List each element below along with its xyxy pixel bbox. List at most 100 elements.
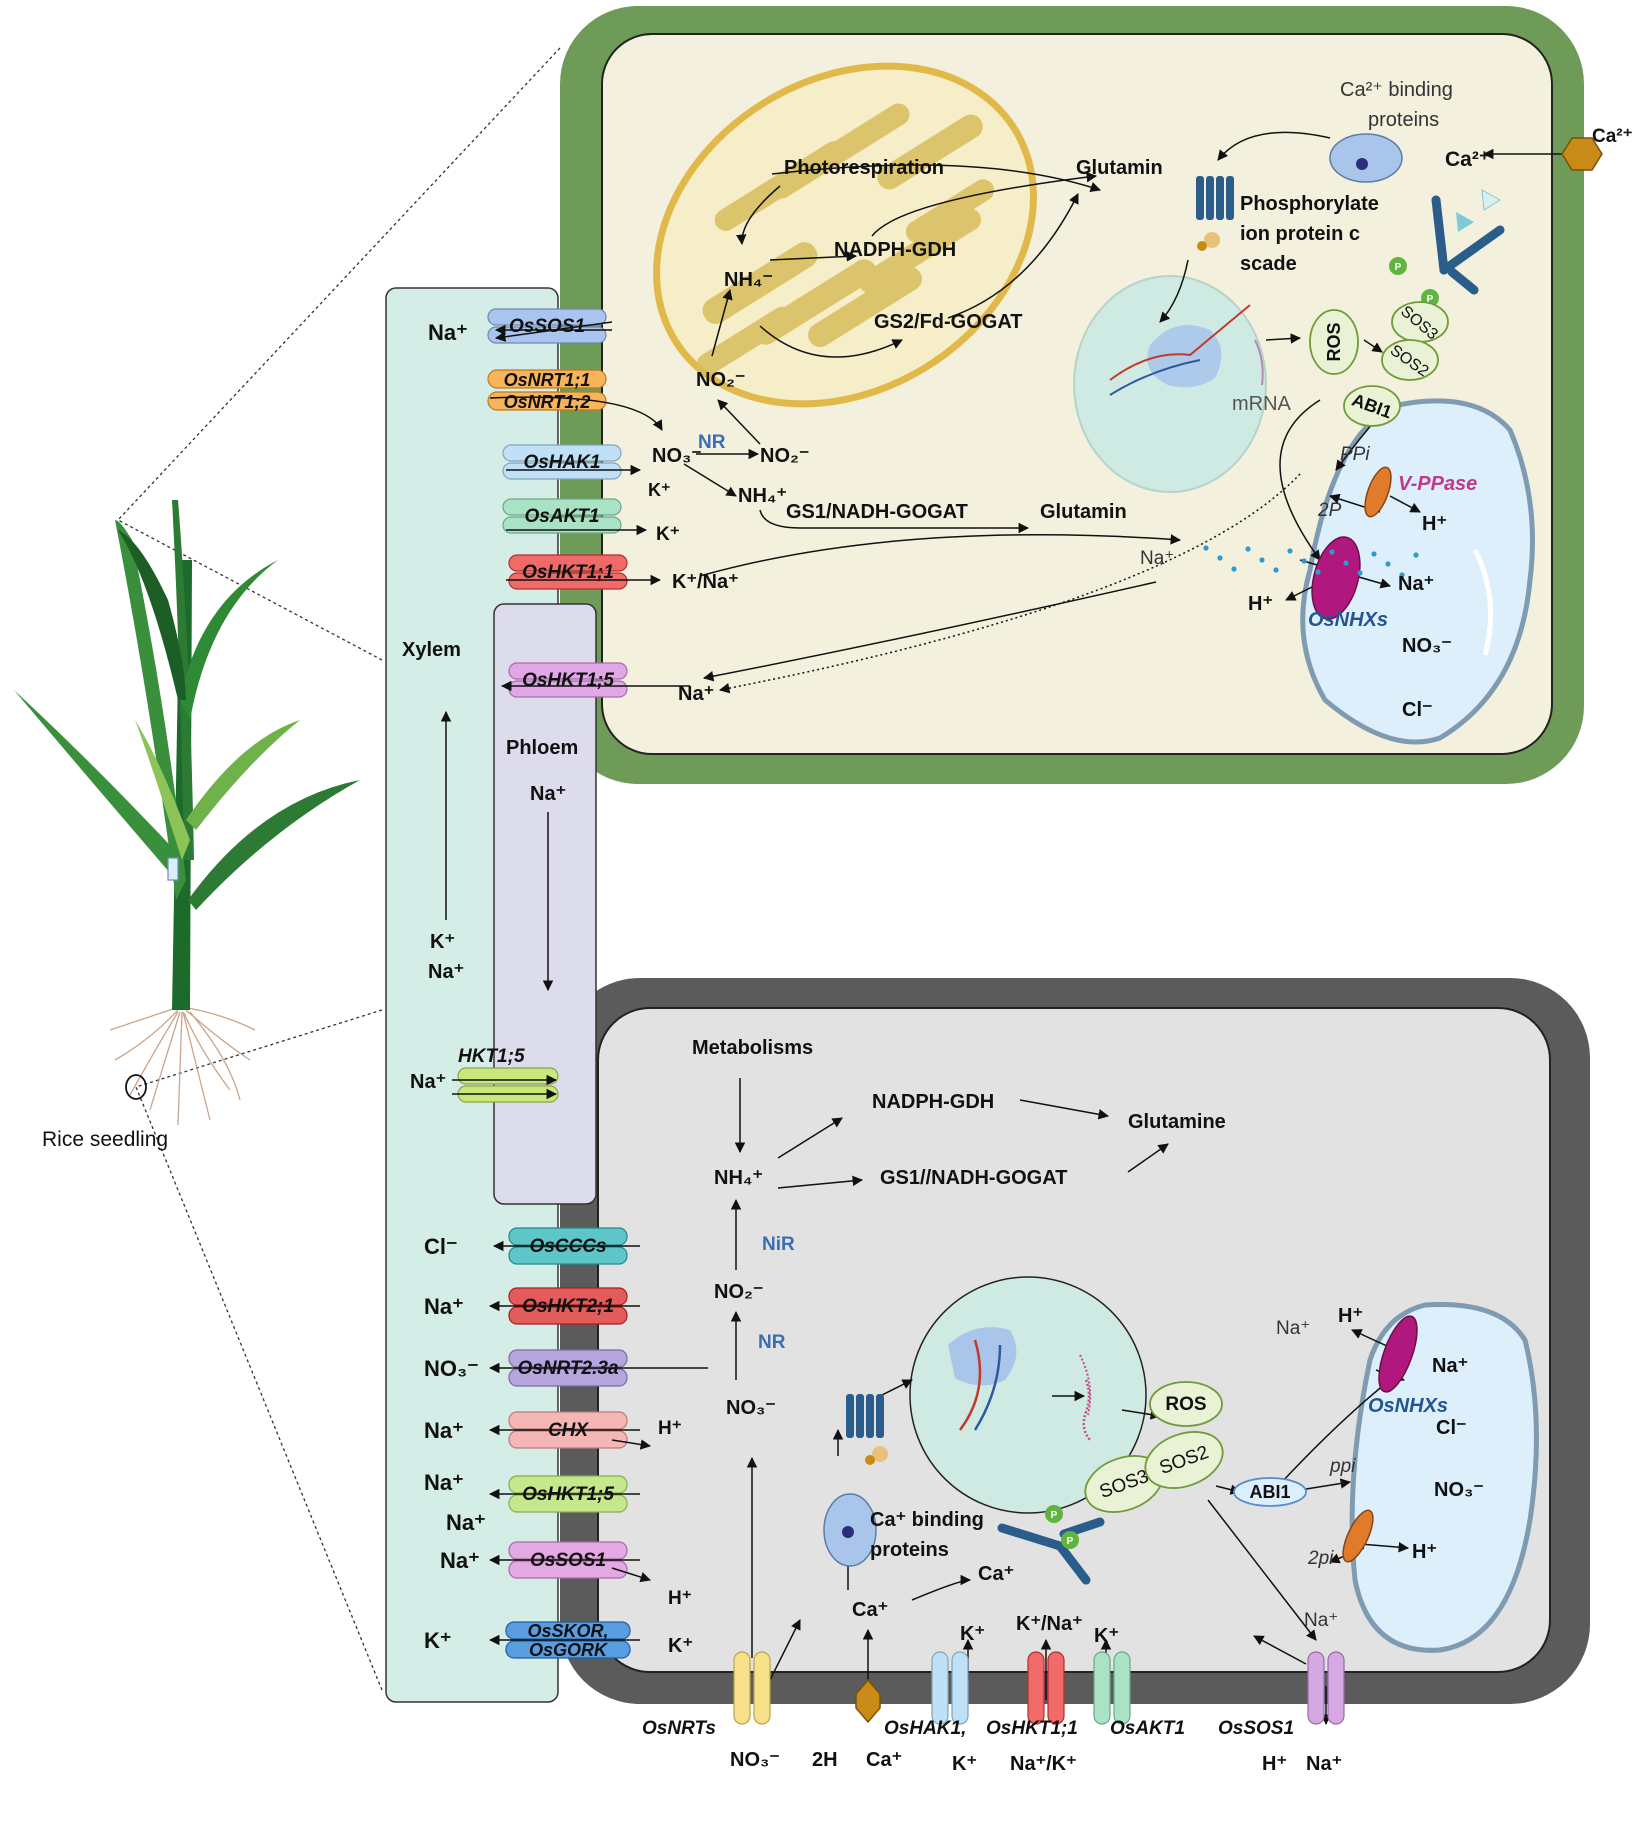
- na-cytosol-top-arrow: [699, 533, 1182, 577]
- root-hkt-upper: [457, 1067, 559, 1085]
- ros-top: ROS: [1309, 309, 1359, 375]
- bt-2-lower: [508, 1368, 628, 1387]
- ca-binding-protein-top: [1329, 133, 1403, 183]
- bt-6-ion-right: K⁺: [668, 1635, 693, 1657]
- top-transporter-oshkt1-1-upper: [508, 554, 628, 572]
- receptor-arm-c: [1447, 267, 1479, 295]
- nh4-bottom-label: NH₄⁺: [714, 1167, 763, 1189]
- na-dot-7: [1301, 558, 1307, 564]
- dynamic-elements: OsSOS1OsHAK1OsAKT1OsHKT1;1OsHKT1;5OsNRT1…: [424, 131, 1603, 1726]
- top-transporter-osakt1: OsAKT1: [502, 498, 622, 534]
- bt-6-lower: [505, 1640, 631, 1659]
- abi1-ppi-bottom-arrow: [1299, 1478, 1352, 1491]
- oshkt11-membrane-label: OsHKT1;1: [986, 1718, 1078, 1739]
- channel-nucleus-arrow: [879, 1379, 913, 1397]
- channel-helix-3: [1226, 176, 1234, 220]
- vppase-label: V-PPase: [1398, 473, 1477, 495]
- na-dot-1: [1217, 555, 1223, 561]
- metabolisms-label: Metabolisms: [692, 1037, 813, 1059]
- hak-k-bottom-label: K⁺: [952, 1753, 977, 1775]
- osnrt11-label: OsNRT1;1: [504, 370, 591, 390]
- top-hkt11-ion: K⁺/Na⁺: [672, 571, 739, 593]
- top-transporter-oshak1: OsHAK1: [502, 444, 622, 480]
- no2-nh4-chloro-arrow: [711, 288, 733, 357]
- top-transporter-ossos1-label: OsSOS1: [509, 316, 585, 337]
- nr-top-label: NR: [698, 432, 726, 453]
- top-transporter-ossos1-lower: [487, 326, 607, 344]
- oshkt11-channel-a: [1027, 1651, 1045, 1725]
- ca-to-ca-arrow: [911, 1574, 972, 1601]
- ros-bottom-shape: [1149, 1381, 1223, 1427]
- nh4-chloro-label: NH₄⁻: [724, 269, 773, 291]
- ca-binding-protein-bottom: [823, 1493, 877, 1567]
- na-to-hkt15-arrow: [702, 581, 1157, 682]
- top-transporter-ossos1: OsSOS1: [487, 308, 607, 344]
- bt-3-upper: [508, 1411, 628, 1430]
- bt-0-lower: [508, 1246, 628, 1265]
- no2-bottom-label: NO₂⁻: [714, 1281, 763, 1303]
- bch-subunit-b: [865, 1455, 875, 1465]
- sos1-h-arrow: [611, 1567, 652, 1583]
- oshak1-channel-b: [951, 1651, 969, 1725]
- ligand-a: [1456, 212, 1474, 232]
- nir-bottom-label: NiR: [762, 1234, 795, 1255]
- channel-helix-2: [1216, 176, 1224, 220]
- phloem-vessel: [493, 603, 597, 1205]
- bt-2-upper: [508, 1349, 628, 1368]
- nhx-top-label: OsNHXs: [1308, 609, 1388, 631]
- bt-0-upper: [508, 1227, 628, 1246]
- hkt-bottom-label: Na⁺/K⁺: [1010, 1753, 1077, 1775]
- vppase-h-arrow: [1389, 495, 1421, 513]
- phospho-p2-label: P: [1427, 294, 1434, 305]
- bottom-transporter-3: CHX: [508, 1411, 628, 1449]
- xylem-na-label: Na⁺: [428, 961, 464, 983]
- oshak1-membrane-label: OsHAK1,: [884, 1718, 966, 1739]
- no3-nh4-top-arrow: [683, 463, 737, 497]
- top-hkt15-ion: Na⁺: [678, 683, 714, 705]
- channel-subunit-a: [1204, 232, 1220, 248]
- na-out-vacuole-bottom-label: Na⁺: [1276, 1318, 1310, 1339]
- sos3-top: SOS3: [1391, 301, 1449, 343]
- gs1-top-label: GS1/NADH-GOGAT: [786, 501, 968, 523]
- nh4-nadph-arrow: [777, 1117, 843, 1159]
- bt-3-lower: [508, 1430, 628, 1449]
- rb-arm-b: [1055, 1541, 1091, 1585]
- bt-6-label-a: OsSKOR,: [527, 1621, 608, 1641]
- nucleus-bottom: [909, 1276, 1147, 1514]
- bt-6-label-b: OsGORK: [529, 1640, 609, 1660]
- osnrt12-label: OsNRT1;2: [504, 392, 591, 412]
- nucleus-ros-arrow: [1265, 333, 1302, 344]
- channel-helix-1: [1206, 176, 1214, 220]
- no2-into-chloro-arrow: [717, 399, 761, 445]
- rb-phospho-0: [1045, 1505, 1063, 1523]
- top-transporter-oshkt1-5: OsHKT1;5: [508, 662, 628, 698]
- na-cytosol-top-label: Na⁺: [1140, 548, 1174, 569]
- sos2-sos1-arrow: [1207, 1499, 1317, 1641]
- osnrts-channel: [733, 1651, 771, 1725]
- zoom-lines: [117, 47, 561, 1691]
- bch-helix-3: [876, 1394, 884, 1438]
- bt-1-upper: [508, 1287, 628, 1306]
- receptor-arm-b: [1439, 225, 1505, 275]
- nadph-glutamine-arrow: [1019, 1099, 1110, 1120]
- vppase-top-pump: [1364, 466, 1392, 518]
- bch-subunit-a: [872, 1446, 888, 1462]
- vacuole-bottom: [1349, 1301, 1539, 1653]
- gs1-top-arrow: [759, 509, 1030, 534]
- bch-helix-1: [856, 1394, 864, 1438]
- na-dot-0: [1203, 545, 1209, 551]
- abi1-nhx-bottom-arrow: [1279, 1379, 1391, 1485]
- oshak1-channel: [931, 1651, 969, 1725]
- bt-2-ion-left: NO₃⁻: [424, 1356, 479, 1381]
- bt-6-ion-left: K⁺: [424, 1628, 452, 1653]
- mrna-strand-bottom: [1082, 1379, 1091, 1441]
- na-dot-5: [1273, 567, 1279, 573]
- no3-vacuole-top-label: NO₃⁻: [1402, 635, 1452, 657]
- osnrt11-block: [487, 369, 607, 389]
- vppase-h-bottom-arrow: [1359, 1541, 1410, 1553]
- nadph-gdh-bottom-label: NADPH-GDH: [872, 1091, 994, 1113]
- nr-bottom-label: NR: [758, 1332, 786, 1353]
- ossos1-channel: [1307, 1651, 1345, 1725]
